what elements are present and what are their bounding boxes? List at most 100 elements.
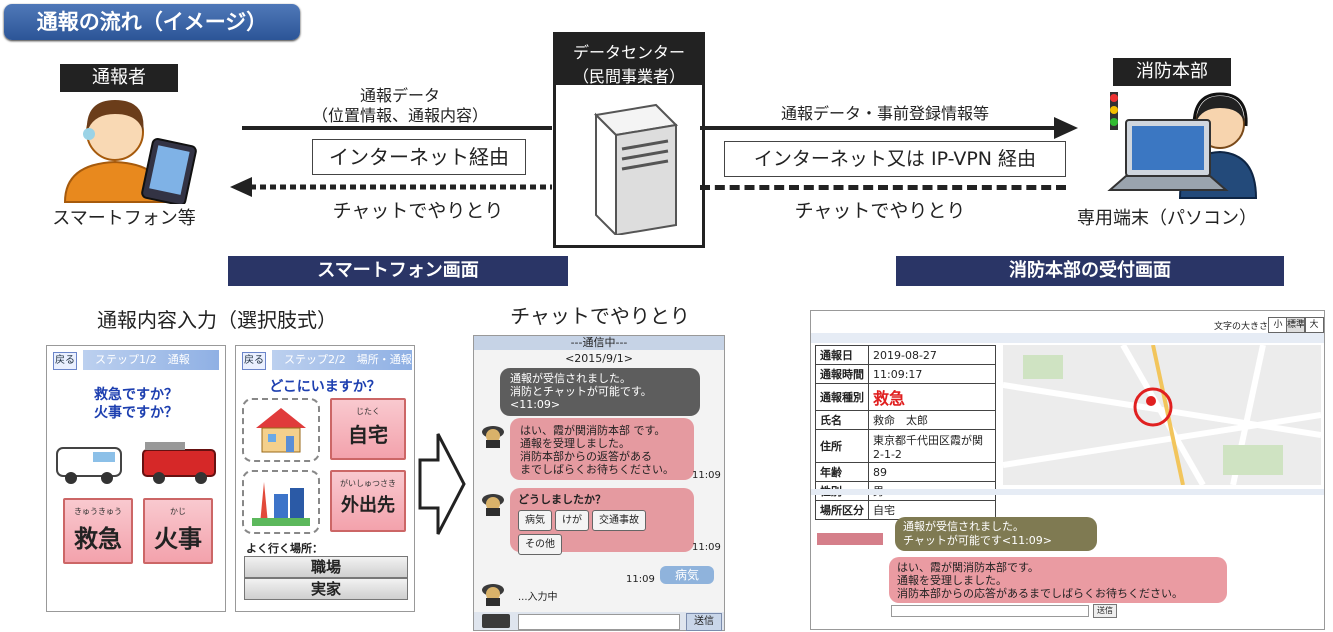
chip-illness[interactable]: 病気 [518,510,552,531]
info-value: 東京都千代田区霞が関 2-1-2 [868,429,996,463]
system-line: 消防とチャットが可能です。 [510,385,652,398]
console-toolbar [811,333,1324,343]
house-icon [256,408,306,453]
system-line: チャットが可能です<11:09> [903,534,1053,547]
firedept-message: はい、霞が関消防本部です。 通報を受理しました。 消防本部からの応答があるまでし… [889,557,1227,603]
typing-indicator: ...入力中 [518,592,558,603]
message-line: までしばらくお待ちください。 [520,463,674,476]
ambulance-ruby: きゅうきゅう [74,507,122,516]
firefighter-avatar-icon [482,494,504,516]
chat-date: <2015/9/1> [565,352,633,365]
firefighter-avatar-icon [482,426,504,448]
fire-dept-label: 消防本部 [1113,58,1231,86]
console-send-button[interactable]: 送信 [1093,604,1117,618]
chat-status: ---通信中--- [474,336,724,350]
reply-time: 11:09 [626,574,655,585]
left-data-label-2: （位置情報、通報内容） [311,106,488,125]
fire-button[interactable]: かじ 火事 [143,498,213,564]
info-key: 通報時間 [815,364,869,384]
back-button[interactable]: 戻る [53,352,77,370]
console-chat-input[interactable] [891,605,1089,617]
fire-label: 火事 [154,525,202,553]
camera-icon[interactable] [482,614,510,628]
home-label: 自宅 [348,423,388,447]
font-small-button[interactable]: 小 [1268,317,1288,333]
back-button[interactable]: 戻る [242,352,266,370]
user-reply-bubble: 病気 [660,566,714,584]
message-line: 通報を受理しました。 [520,437,630,450]
fire-device-label: 専用端末（パソコン） [1077,208,1257,229]
firefighter-avatar-icon [482,584,504,606]
message-time: 11:09 [692,542,721,553]
message-line: どうしましたか？ [518,493,606,506]
send-button[interactable]: 送信 [686,613,722,631]
home-button[interactable]: じたく 自宅 [330,398,406,460]
info-key: 場所区分 [815,500,869,520]
system-line: 通報が受信されました。 [510,372,631,385]
firedept-message-2: どうしましたか？ 病気けが交通事故その他 [510,488,694,555]
home-image [242,398,320,462]
step-indicator: ステップ1/2 通報 [83,350,219,370]
font-mid-button[interactable]: 標準 [1286,317,1306,333]
chip-injury[interactable]: けが [555,510,589,531]
datacenter-box: データセンター （民間事業者） [553,32,705,248]
place-parents-button[interactable]: 実家 [244,578,408,600]
right-arrow-icon [418,433,466,535]
frequent-places-label: よく行く場所： [246,542,323,555]
city-icon [252,482,310,526]
system-line: 通報が受信されました。 [903,520,1024,533]
question-fire: 火事ですか？ [94,405,178,421]
message-line: はい、霞が関消防本部です。 [897,561,1039,574]
caller-person-icon [63,100,197,204]
info-key: 氏名 [815,410,869,430]
message-time: 11:09 [692,470,721,481]
message-line: 通報を受理しました。 [897,574,1007,587]
font-large-button[interactable]: 大 [1304,317,1324,333]
smartphone-section-title: スマートフォン画面 [228,256,568,286]
server-icon [593,103,679,238]
ambulance-button[interactable]: きゅうきゅう 救急 [63,498,133,564]
right-solid-arrow [700,117,1078,139]
system-line: <11:09> [510,398,561,411]
outside-button[interactable]: がいしゅつさき 外出先 [330,470,406,532]
location-map[interactable] [1003,345,1321,485]
message-line: 消防本部からの応答があるまでしばらくお待ちください。 [897,587,1183,600]
info-value: 救命 太郎 [868,410,996,430]
outside-image [242,470,320,534]
map-footer-bar [811,489,1324,495]
info-value: 2019-08-27 [868,345,996,365]
left-data-label-1: 通報データ [359,86,440,105]
fire-ruby: かじ [170,507,186,516]
outside-label: 外出先 [341,495,395,516]
chat-input-bar: 送信 [474,612,724,631]
caller-device-label: スマートフォン等 [52,208,196,229]
right-chat-label: チャットでやりとり [794,200,966,222]
step-indicator: ステップ2/2 場所・通報 [272,350,412,370]
question-location: どこにいますか？ [269,379,381,395]
chat-caption: チャットでやりとり [510,304,690,328]
info-value-type: 救急 [868,383,996,411]
firedept-message-1: はい、霞が関消防本部 です。 通報を受理しました。 消防本部からの返答がある ま… [510,418,694,480]
info-value: 89 [868,462,996,482]
chip-other[interactable]: その他 [518,534,562,555]
input-caption: 通報内容入力（選択肢式） [97,308,337,332]
system-message: 通報が受信されました。 チャットが可能です<11:09> [895,517,1097,551]
vehicles-icon [56,442,216,484]
message-line: 消防本部からの返答がある [520,450,652,463]
datacenter-title: データセンター [572,43,685,62]
info-key: 住所 [815,429,869,463]
quick-reply-chips: 病気けが交通事故その他 [518,507,686,555]
chip-accident[interactable]: 交通事故 [592,510,646,531]
question-ambulance: 救急ですか？ [94,387,178,403]
message-line: はい、霞が関消防本部 です。 [520,424,666,437]
font-size-label: 文字の大きさ [1213,322,1268,332]
system-message: 通報が受信されました。 消防とチャットが可能です。 <11:09> [500,368,700,416]
right-route-box: インターネット又は IP-VPN 経由 [724,141,1066,177]
chat-input[interactable] [518,614,680,630]
place-work-button[interactable]: 職場 [244,556,408,578]
firedept-section-title: 消防本部の受付画面 [896,256,1284,286]
datacenter-subtitle: （民間事業者） [572,67,685,86]
status-badge [817,533,883,545]
